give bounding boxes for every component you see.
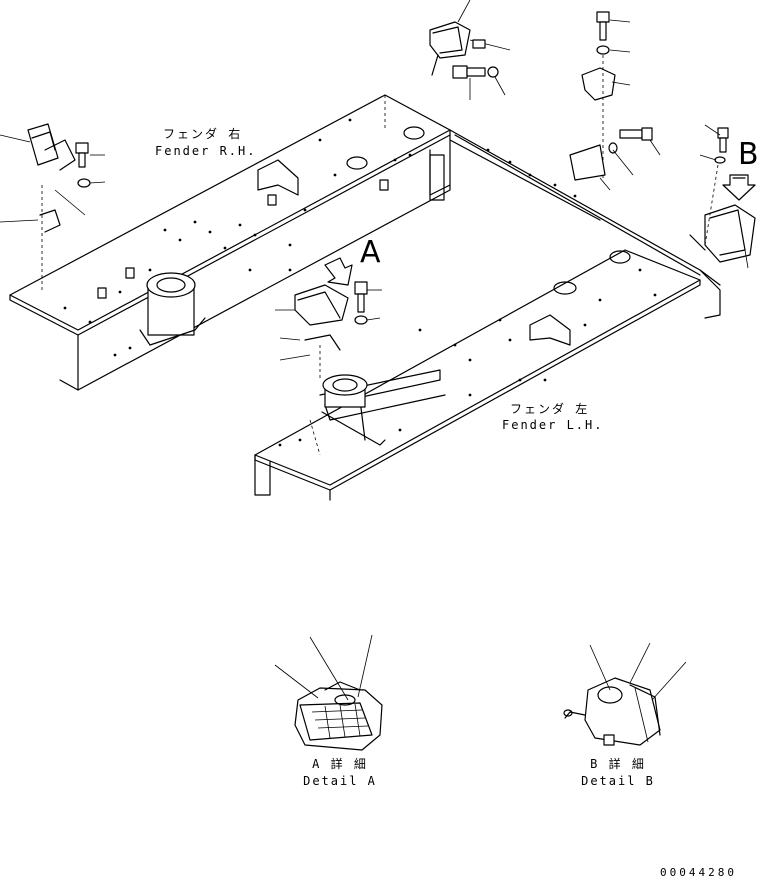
bolt-stack-right <box>569 11 661 191</box>
frame-connector <box>449 129 721 319</box>
fender-rh-jp-label: フェンダ 右 <box>163 127 243 141</box>
callout-b: B <box>738 137 758 172</box>
collar <box>472 39 486 49</box>
detail-b-jp-label: B 詳 細 <box>590 757 646 771</box>
drawing-number: 00044280 <box>660 866 737 879</box>
fender-rh <box>9 94 451 391</box>
lamp-lh-front <box>275 257 382 380</box>
detail-a-en-label: Detail A <box>303 774 377 788</box>
callout-a: A <box>360 235 381 270</box>
detail-b-lamp <box>563 642 687 746</box>
fender-lh-en-label: Fender L.H. <box>502 418 604 432</box>
turret-rh <box>139 272 206 346</box>
bolt-1 <box>452 39 511 100</box>
lamp-rh-front <box>0 123 106 290</box>
detail-a-jp-label: A 詳 細 <box>312 757 368 771</box>
detail-b-en-label: Detail B <box>581 774 655 788</box>
deck-holes <box>63 118 657 447</box>
fender-lh-jp-label: フェンダ 左 <box>510 402 590 416</box>
lamp-rh-rear <box>429 0 471 76</box>
detail-a-lamp <box>274 634 383 751</box>
turret-lh <box>322 374 368 408</box>
fender-rh-en-label: Fender R.H. <box>155 144 257 158</box>
fender-lh <box>254 249 701 501</box>
lamp-lh-rear <box>689 124 756 269</box>
